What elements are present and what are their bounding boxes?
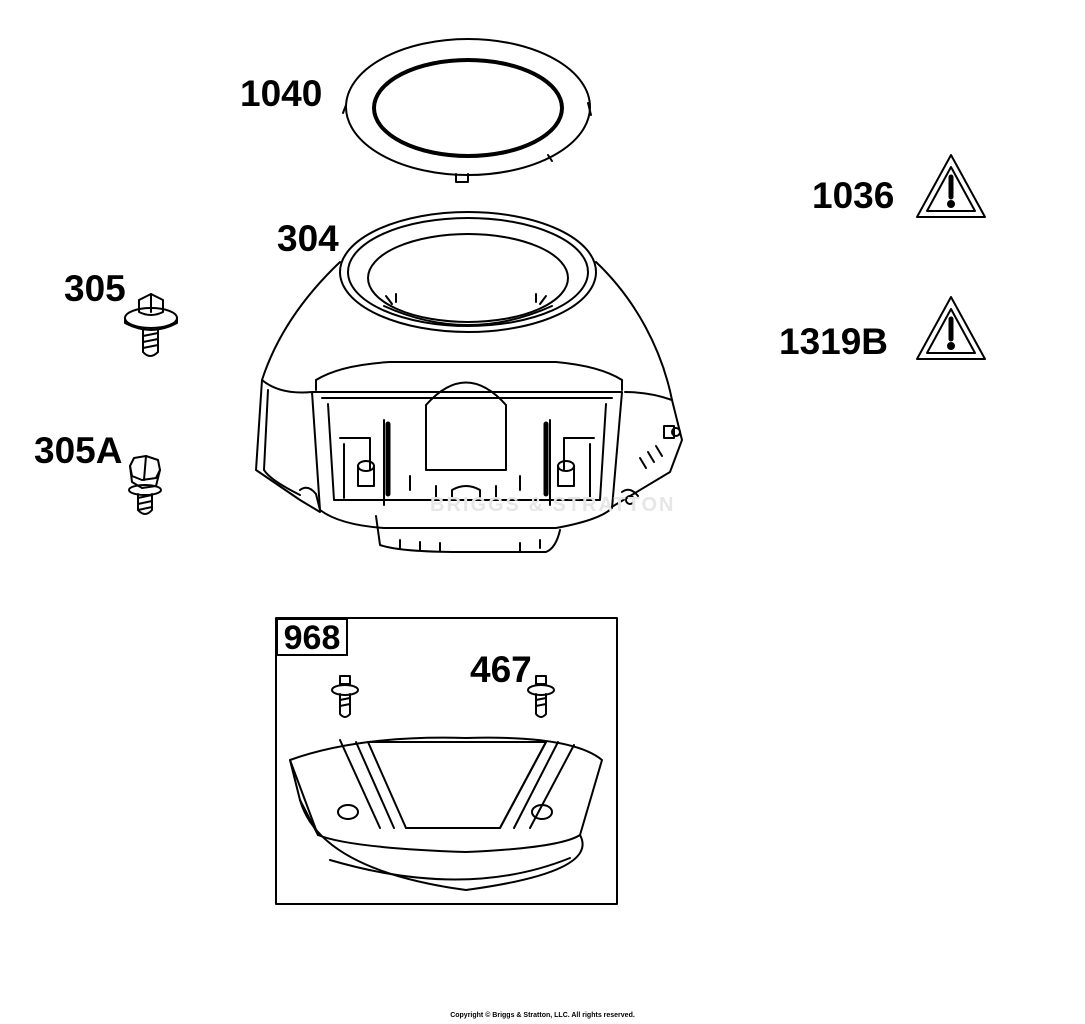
flange-bolt-305 xyxy=(124,293,178,357)
part-label-1036: 1036 xyxy=(812,175,895,216)
part-label-968: 968 xyxy=(276,618,348,656)
blower-housing-304 xyxy=(255,211,683,553)
screw-467-left xyxy=(331,675,359,718)
part-label-305: 305 xyxy=(64,268,126,309)
part-label-467: 467 xyxy=(470,649,532,690)
part-label-1319b: 1319B xyxy=(779,321,889,362)
warning-triangle-icon-1319b xyxy=(916,296,986,360)
warning-triangle-icon-1036 xyxy=(916,154,986,218)
screw-467-right xyxy=(527,675,555,718)
copyright-notice: Copyright © Briggs & Stratton, LLC. All … xyxy=(450,1012,635,1019)
ring-seal-1040 xyxy=(342,38,592,183)
part-label-1040: 1040 xyxy=(240,73,323,114)
part-label-304: 304 xyxy=(277,218,339,259)
hex-bolt-305a xyxy=(128,455,162,515)
watermark: BRIGGS & STRATTON xyxy=(430,494,676,516)
kit-box-968 xyxy=(275,617,618,905)
part-label-305a: 305A xyxy=(34,430,123,471)
